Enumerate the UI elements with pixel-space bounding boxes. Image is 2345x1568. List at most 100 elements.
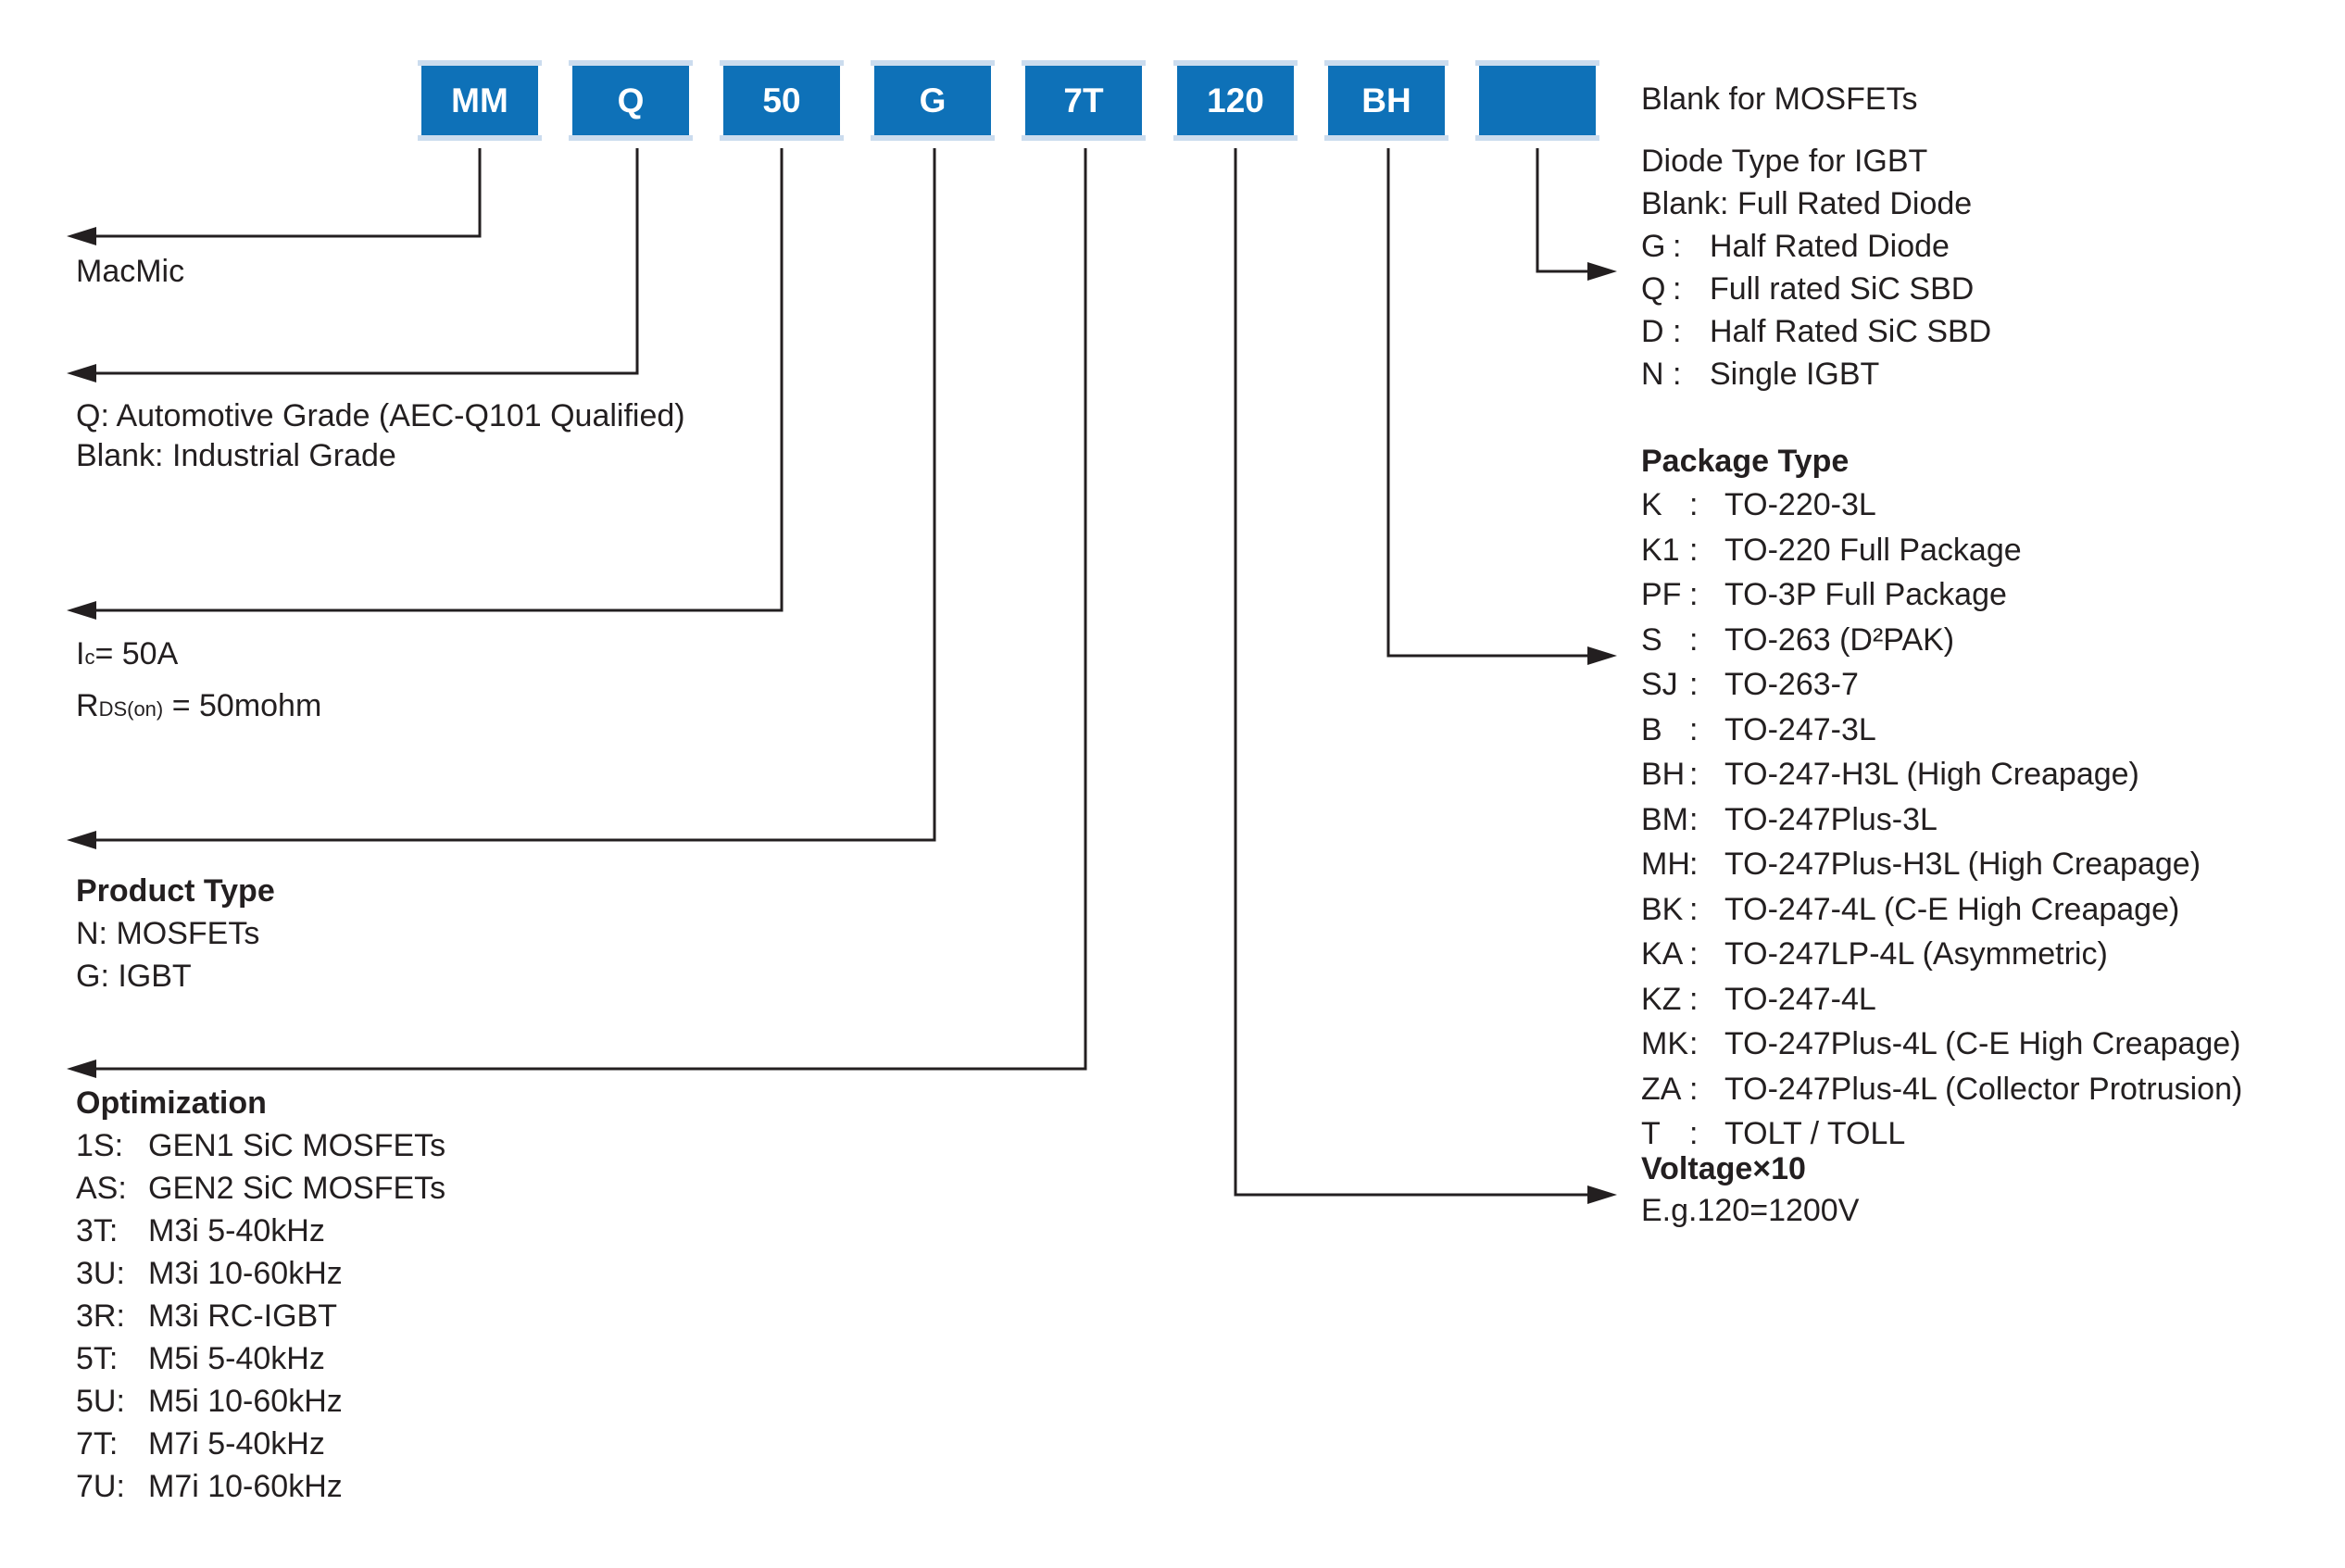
package-type-item-colon: : <box>1689 667 1699 702</box>
connector-50-to-ratings <box>94 148 784 612</box>
package-type-item-desc: TO-247LP-4L (Asymmetric) <box>1724 936 2108 972</box>
optimization-item-code: AS: <box>76 1171 127 1206</box>
optimization-item-code: 3R: <box>76 1298 125 1334</box>
optimization-item-desc: M3i 5-40kHz <box>148 1213 325 1248</box>
connector-mm-to-brand <box>94 148 482 238</box>
rating-current: Ic= 50A <box>76 630 321 682</box>
code-box-g: G <box>871 60 995 141</box>
optimization-item: 5T:M5i 5-40kHz <box>76 1337 445 1380</box>
package-type-item-code: BH <box>1641 757 1686 792</box>
optimization-item-code: 5T: <box>76 1341 119 1376</box>
package-type-item-code: ZA <box>1641 1071 1682 1107</box>
rating-resistance-rest: = 50mohm <box>163 688 322 723</box>
package-type-item-code: KZ <box>1641 981 1682 1017</box>
optimization-item-code: 7U: <box>76 1469 125 1504</box>
package-type-item-code: MH <box>1641 847 1690 882</box>
package-type-item-desc: TO-247-4L <box>1724 981 1876 1017</box>
arrowhead-voltage <box>1587 1185 1617 1204</box>
optimization-item-code: 5U: <box>76 1384 125 1419</box>
package-type-item-colon: : <box>1689 891 1699 927</box>
code-box-label: MM <box>451 82 508 119</box>
package-type-item-desc: TO-247-3L <box>1724 711 1876 747</box>
package-type-item-code: SJ <box>1641 667 1678 702</box>
package-type-item-colon: : <box>1689 487 1699 522</box>
code-box-50: 50 <box>720 60 844 141</box>
package-type-item-code: BM <box>1641 801 1688 837</box>
package-type-item-code: MK <box>1641 1026 1688 1061</box>
package-type-item-code: K <box>1641 487 1662 522</box>
package-type-item-desc: TO-247Plus-4L (C-E High Creapage) <box>1724 1026 2241 1061</box>
package-type-item-code: KA <box>1641 936 1684 972</box>
package-type-item-colon: : <box>1689 532 1699 568</box>
package-type-item: ZA:TO-247Plus-4L (Collector Protrusion) <box>1641 1067 2242 1112</box>
package-type-item-desc: TO-263-7 <box>1724 667 1859 702</box>
diode-type-item-desc: Full rated SiC SBD <box>1710 271 1975 307</box>
package-type-item-colon: : <box>1689 847 1699 882</box>
optimization-item: 7T:M7i 5-40kHz <box>76 1423 445 1465</box>
arrowhead-grade <box>67 364 96 383</box>
package-type-item-code: BK <box>1641 891 1684 927</box>
diode-type-item-colon: : <box>1673 357 1682 392</box>
connector-120-to-voltage <box>1234 148 1589 1197</box>
ratings-section: Ic= 50A RDS(on) = 50mohm <box>76 630 321 734</box>
arrowhead-diode <box>1587 262 1617 281</box>
package-type-item: S:TO-263 (D²PAK) <box>1641 618 2242 663</box>
package-type-item: KA:TO-247LP-4L (Asymmetric) <box>1641 932 2242 977</box>
optimization-item-code: 7T: <box>76 1426 119 1461</box>
grade-line: Blank: Industrial Grade <box>76 438 396 473</box>
diode-type-item-colon: : <box>1673 229 1682 264</box>
diode-type-item-code: Q <box>1641 271 1666 307</box>
optimization-item-desc: GEN1 SiC MOSFETs <box>148 1128 446 1163</box>
rating-current-base: I <box>76 636 85 671</box>
package-type-item-desc: TO-247Plus-H3L (High Creapage) <box>1724 847 2201 882</box>
package-type-item: MK:TO-247Plus-4L (C-E High Creapage) <box>1641 1022 2242 1067</box>
optimization-item: 5U:M5i 10-60kHz <box>76 1380 445 1423</box>
optimization-item: 3U:M3i 10-60kHz <box>76 1252 445 1295</box>
blank-box-note: Blank for MOSFETs <box>1641 82 1918 117</box>
diode-type-item: N:Single IGBT <box>1641 353 1991 395</box>
arrowhead-product-type <box>67 831 96 849</box>
arrowhead-ratings <box>67 601 96 620</box>
package-type-item-colon: : <box>1689 981 1699 1017</box>
code-box-label <box>1479 66 1596 135</box>
rating-resistance: RDS(on) = 50mohm <box>76 682 321 734</box>
package-type-item-code: S <box>1641 621 1662 658</box>
optimization-item-code: 3T: <box>76 1213 119 1248</box>
rating-current-rest: = 50A <box>94 636 179 671</box>
code-box-label: Q <box>617 82 645 119</box>
package-type-item: T:TOLT / TOLL <box>1641 1111 2242 1157</box>
package-type-item-code: PF <box>1641 577 1682 612</box>
code-box-label: 50 <box>762 82 801 119</box>
package-type-item: SJ: TO-263-7 <box>1641 662 2242 708</box>
optimization-item: AS:GEN2 SiC MOSFETs <box>76 1167 445 1210</box>
package-type-item-code: T <box>1641 1116 1661 1151</box>
diode-type-item-colon: : <box>1673 314 1682 349</box>
code-box-label: 7T <box>1063 82 1104 119</box>
rating-resistance-sub: DS(on) <box>98 697 164 721</box>
arrowhead-brand <box>67 227 96 245</box>
optimization-item: 7U:M7i 10-60kHz <box>76 1465 445 1508</box>
grade-section: Q: Automotive Grade (AEC-Q101 Qualified)… <box>76 396 685 476</box>
package-type-item: BH:TO-247-H3L (High Creapage) <box>1641 752 2242 797</box>
diode-type-item-colon: : <box>1673 271 1682 307</box>
diode-type-title: Diode Type for IGBT <box>1641 144 1928 179</box>
product-type-line: N: MOSFETs <box>76 916 260 951</box>
optimization-title: Optimization <box>76 1085 267 1121</box>
package-type-item-code: B <box>1641 711 1662 747</box>
package-type-item-desc: TOLT / TOLL <box>1724 1116 1906 1151</box>
diode-type-item-code: D <box>1641 314 1664 349</box>
package-type-item-colon: : <box>1689 621 1699 658</box>
package-type-title: Package Type <box>1641 444 1850 479</box>
diode-type-item: G:Half Rated Diode <box>1641 225 1991 268</box>
voltage-title: Voltage×10 <box>1641 1151 1806 1186</box>
code-box-label: G <box>919 82 947 119</box>
optimization-item-desc: M3i 10-60kHz <box>148 1256 343 1291</box>
diode-type-item-desc: Half Rated Diode <box>1710 229 1950 264</box>
package-type-item-desc: TO-247Plus-4L (Collector Protrusion) <box>1724 1071 2243 1107</box>
diode-type-item-code: N <box>1641 357 1664 392</box>
product-type-line: G: IGBT <box>76 959 192 994</box>
package-type-item-desc: TO-3P Full Package <box>1724 577 2007 612</box>
